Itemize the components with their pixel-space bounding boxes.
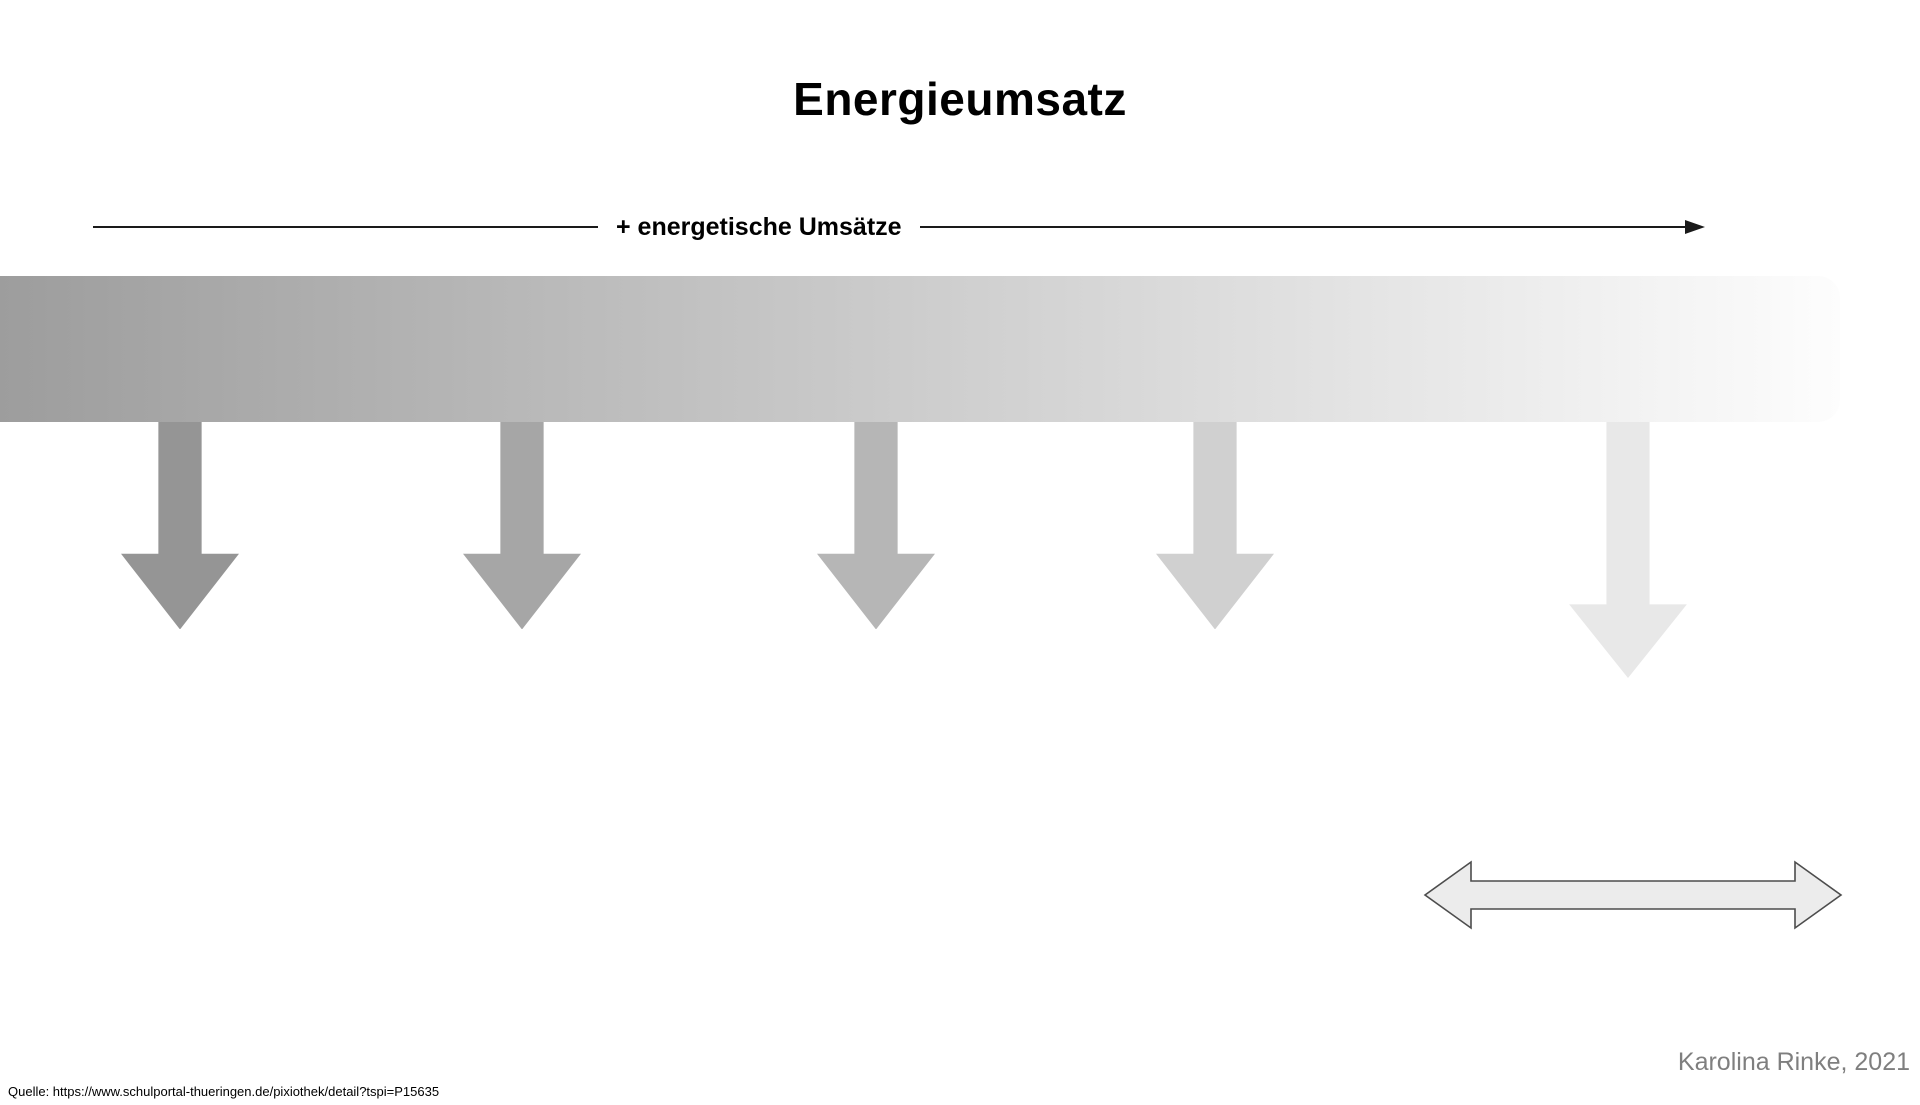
down-arrow-3-shape xyxy=(817,422,935,630)
gradient-bar xyxy=(0,276,1840,422)
axis-line-right xyxy=(919,226,1685,228)
page-title: Energieumsatz xyxy=(793,73,1127,125)
down-arrow-2 xyxy=(463,422,581,630)
axis-arrowhead-icon xyxy=(1685,220,1705,234)
down-arrow-5 xyxy=(1569,422,1687,678)
down-arrow-1-shape xyxy=(121,422,239,630)
down-arrow-2-shape xyxy=(463,422,581,630)
energy-axis: + energetische Umsätze xyxy=(93,213,1705,241)
credit-text: Karolina Rinke, 2021 xyxy=(1677,1048,1910,1076)
down-arrow-4 xyxy=(1156,422,1274,630)
down-arrow-5-shape xyxy=(1569,422,1687,678)
source-text: Quelle: https://www.schulportal-thuering… xyxy=(8,1084,440,1099)
axis-line-left xyxy=(93,226,598,228)
down-arrow-3 xyxy=(817,422,935,630)
double-headed-arrow-shape xyxy=(1423,860,1843,930)
double-headed-arrow-icon xyxy=(1423,860,1843,930)
down-arrow-4-shape xyxy=(1156,422,1274,630)
down-arrow-1 xyxy=(121,422,239,630)
axis-label: + energetische Umsätze xyxy=(616,212,902,241)
